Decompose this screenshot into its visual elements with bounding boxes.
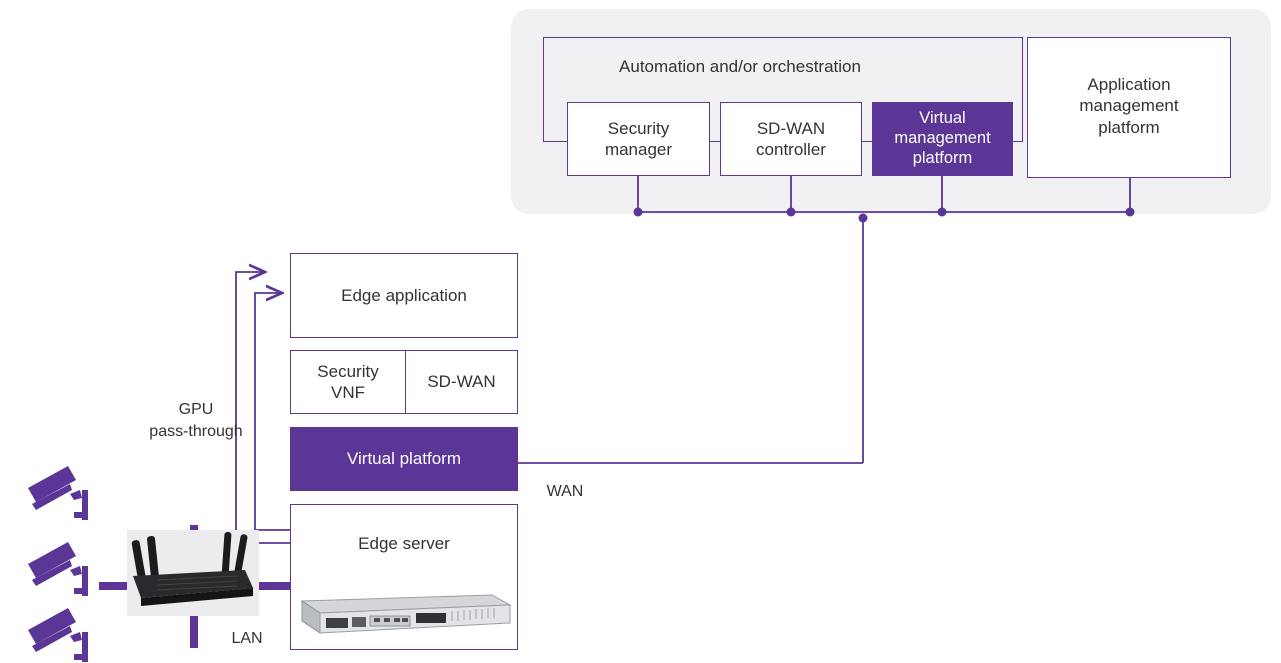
security-vnf-box: Security VNF — [290, 350, 406, 414]
edge-server-label: Edge server — [358, 534, 450, 553]
edge-application-box: Edge application — [290, 253, 518, 338]
bus-junctions — [633, 207, 1135, 223]
router-device-image — [127, 530, 259, 616]
camera-icon — [28, 466, 88, 520]
orchestration-label: Automation and/or orchestration — [619, 57, 861, 76]
gpu-passthrough-label: GPU pass-through — [149, 401, 243, 440]
security-manager-box: Security manager — [567, 102, 710, 176]
virtual-management-platform-box: Virtual management platform — [872, 102, 1013, 176]
sdwan-controller-label: SD-WAN controller — [756, 118, 826, 159]
sdwan-controller-box: SD-WAN controller — [720, 102, 862, 176]
application-management-platform-label: Application management platform — [1079, 75, 1179, 137]
edge-application-label: Edge application — [341, 285, 467, 305]
application-management-platform-box: Application management platform — [1027, 37, 1231, 178]
wan-label: WAN — [546, 483, 584, 500]
sdwan-box: SD-WAN — [405, 350, 518, 414]
virtual-platform-box: Virtual platform — [290, 427, 518, 491]
security-manager-label: Security manager — [604, 118, 673, 159]
camera-icon — [28, 608, 88, 662]
virtual-management-platform-label: Virtual management platform — [894, 109, 991, 167]
security-vnf-label: Security VNF — [317, 361, 379, 402]
lan-label: LAN — [231, 630, 263, 647]
camera-icon — [28, 542, 88, 596]
rack-server-image — [300, 594, 512, 634]
sdwan-label: SD-WAN — [427, 372, 496, 392]
virtual-platform-label: Virtual platform — [346, 449, 461, 469]
